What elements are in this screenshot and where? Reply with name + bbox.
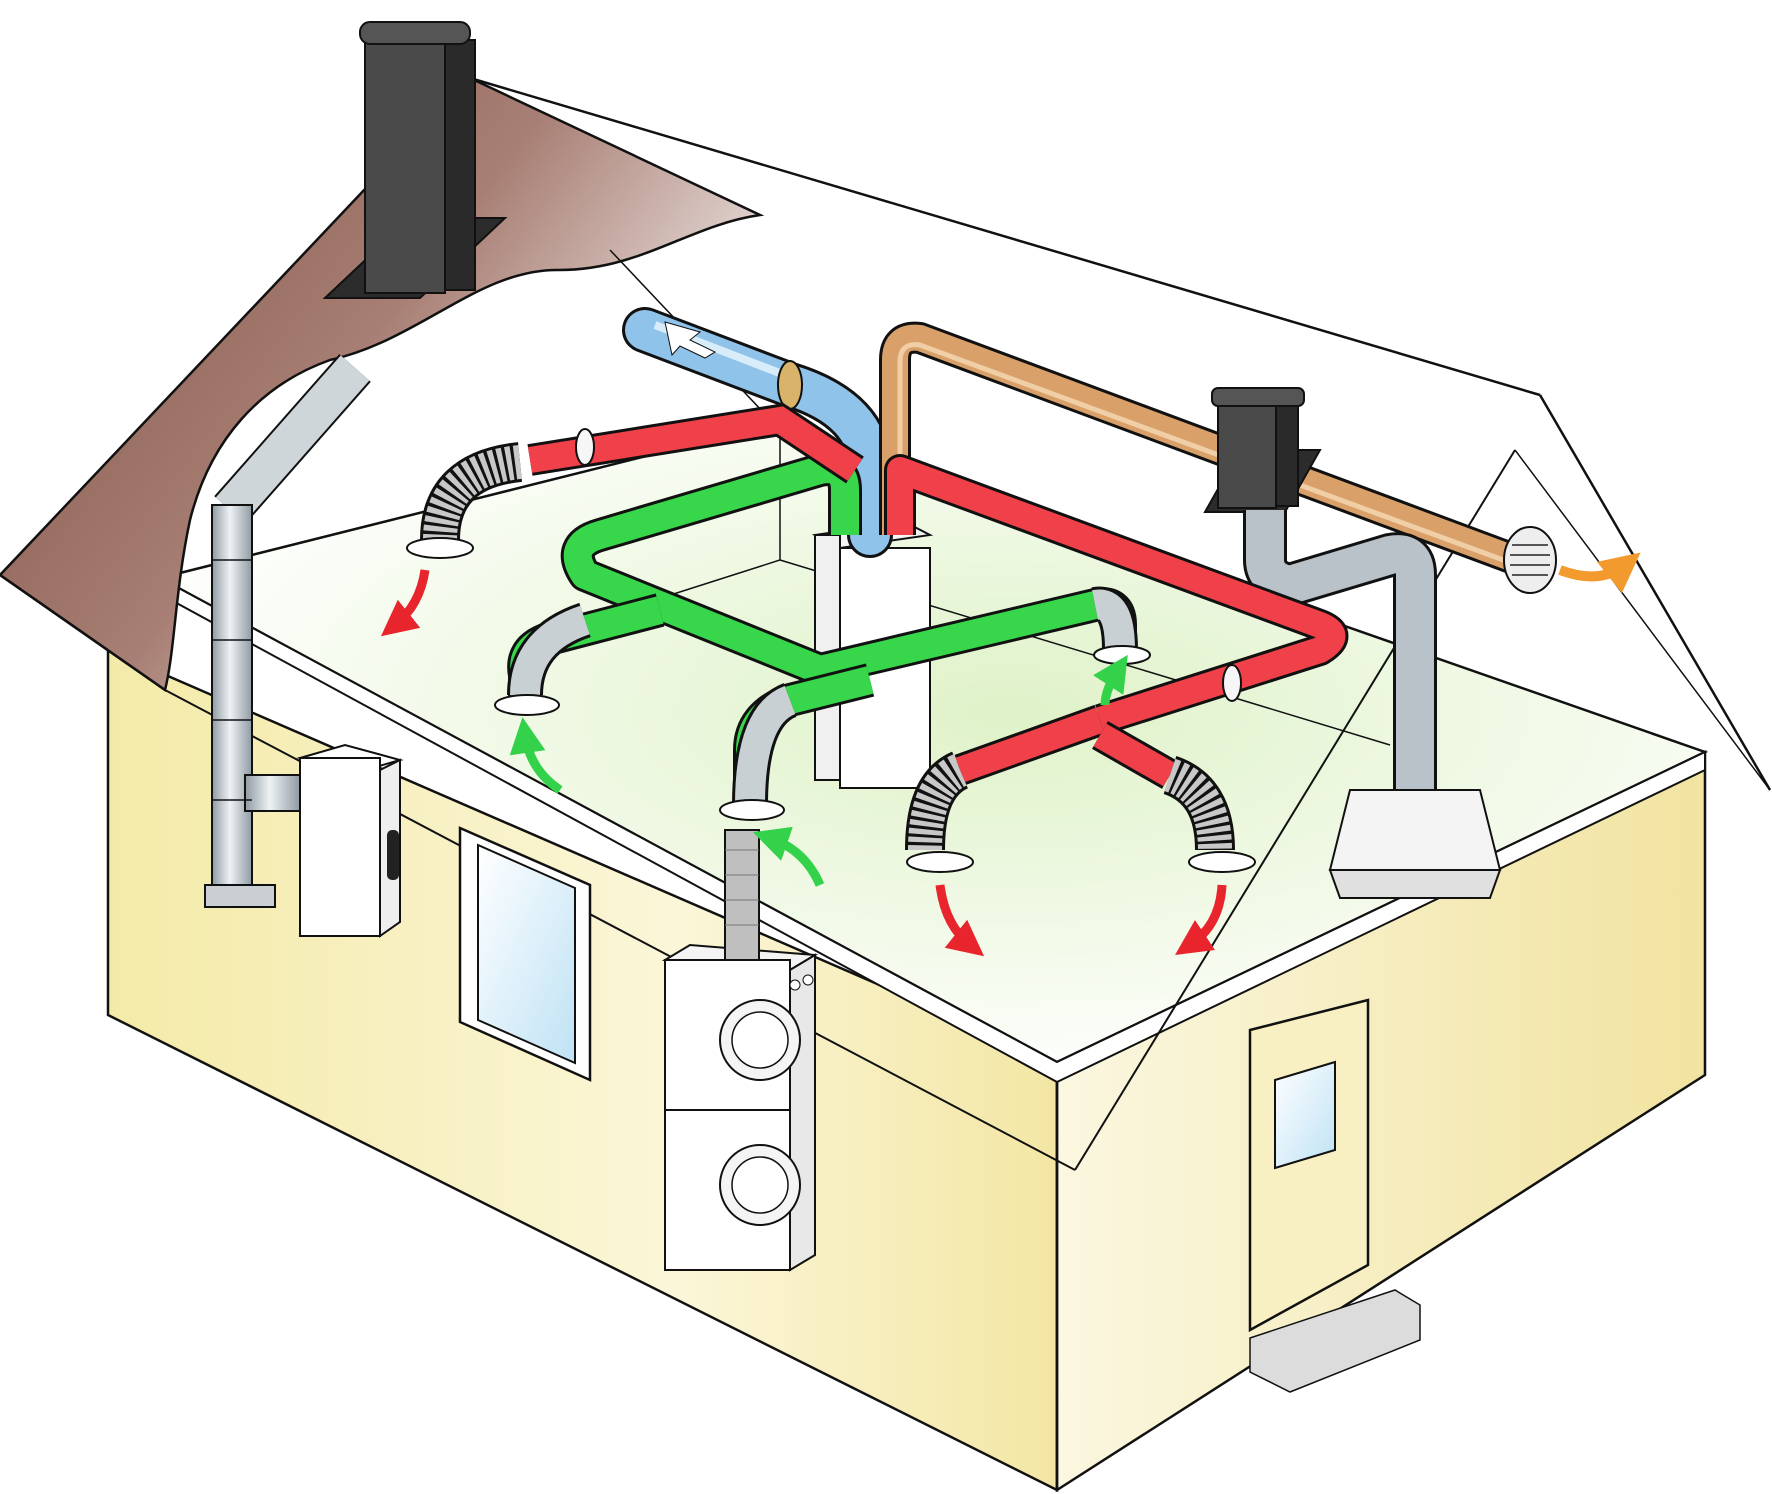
return-grille-2 bbox=[719, 799, 785, 821]
roof-vent-icon bbox=[1203, 387, 1322, 513]
exterior-vent-grille bbox=[1503, 526, 1557, 594]
exhaust-outflow-arrow bbox=[1558, 552, 1641, 594]
chimney-icon bbox=[322, 21, 508, 299]
supply-arrow-3 bbox=[1175, 884, 1227, 955]
return-arrow-2 bbox=[752, 826, 825, 887]
supply-arrow-1 bbox=[380, 569, 430, 637]
supply-duct-network bbox=[406, 403, 1349, 873]
roof-ridge bbox=[469, 76, 1541, 397]
roof-right-edge bbox=[1538, 394, 1772, 791]
metal-flue-duct bbox=[204, 354, 371, 908]
airflow-arrows bbox=[380, 569, 1227, 957]
fresh-air-intake-duct bbox=[622, 307, 893, 558]
window bbox=[458, 826, 592, 1082]
return-grille-1 bbox=[494, 694, 560, 716]
supply-grille-1 bbox=[406, 537, 474, 559]
door bbox=[1248, 998, 1421, 1393]
return-arrow-3 bbox=[1093, 654, 1128, 706]
stacked-washer-dryer bbox=[661, 943, 819, 1272]
supply-arrow-2 bbox=[935, 884, 985, 957]
supply-grille-3 bbox=[1188, 851, 1256, 873]
return-arrow-1 bbox=[509, 717, 563, 794]
dryer-flex-duct bbox=[724, 829, 760, 961]
gable-line bbox=[1074, 449, 1516, 1171]
bath-fan-duct bbox=[1243, 510, 1502, 899]
roof bbox=[0, 76, 1772, 1171]
exhaust-duct bbox=[879, 321, 1536, 580]
furnace-cabinet bbox=[296, 743, 404, 938]
supply-grille-2 bbox=[906, 851, 974, 873]
return-grille-3 bbox=[1093, 645, 1151, 665]
roof-left-edge bbox=[0, 573, 166, 692]
